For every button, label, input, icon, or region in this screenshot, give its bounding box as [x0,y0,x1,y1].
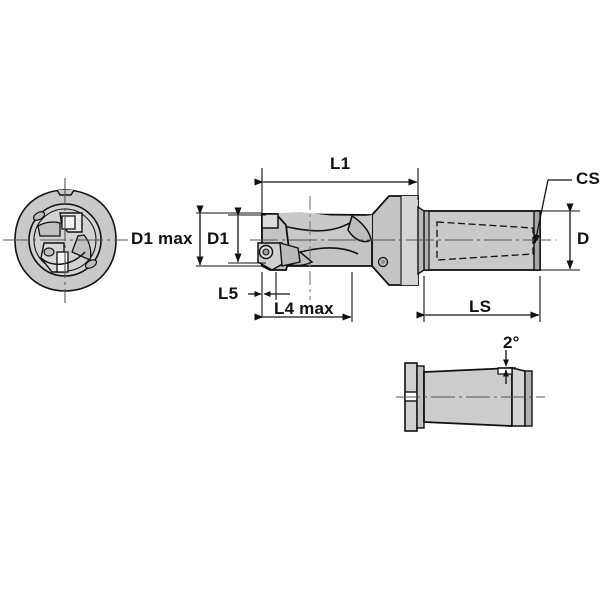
end-view-group [3,178,128,303]
dimension-label-d1: D1 [207,229,230,248]
dimension-label-l5: L5 [218,284,239,303]
dimension-label-ls: LS [469,297,492,316]
shank-internal-bore-hidden [436,221,534,261]
insert-screw-socket [262,248,270,256]
dimension-label-d: D [577,229,590,248]
end-view-insert-lower [56,251,69,273]
dimension-label-d1-max: D1 max [131,229,193,248]
cutting-head-clearance-face [279,242,301,267]
shank-detail-angle-relief [497,367,513,375]
dimension-label-angle: 2° [503,333,520,352]
end-view-cutting-edge-curve [40,251,86,265]
shank-body [423,210,541,271]
dimension-label-cs: CS [576,169,600,188]
insert-upper [261,213,279,229]
end-view-coolant-hole-right [84,259,98,269]
dimension-label-l1: L1 [330,154,351,173]
shank-detail-view-group [396,350,545,432]
end-view-chip-flute-left [37,221,61,237]
end-view-screw-hole [43,247,55,257]
tool-flute-body-upper-taper [262,212,372,239]
end-view-coolant-hole-left [32,211,46,221]
coolant-outlet-hole-inner [381,260,385,264]
side-view-group [250,195,556,300]
dimension-label-l4-max: L4 max [274,299,334,318]
end-view-chip-flute-right [71,234,92,261]
shank-detail-end-face [524,370,533,427]
dimension-lines-group [196,168,580,322]
end-view-insert-upper [61,215,76,230]
